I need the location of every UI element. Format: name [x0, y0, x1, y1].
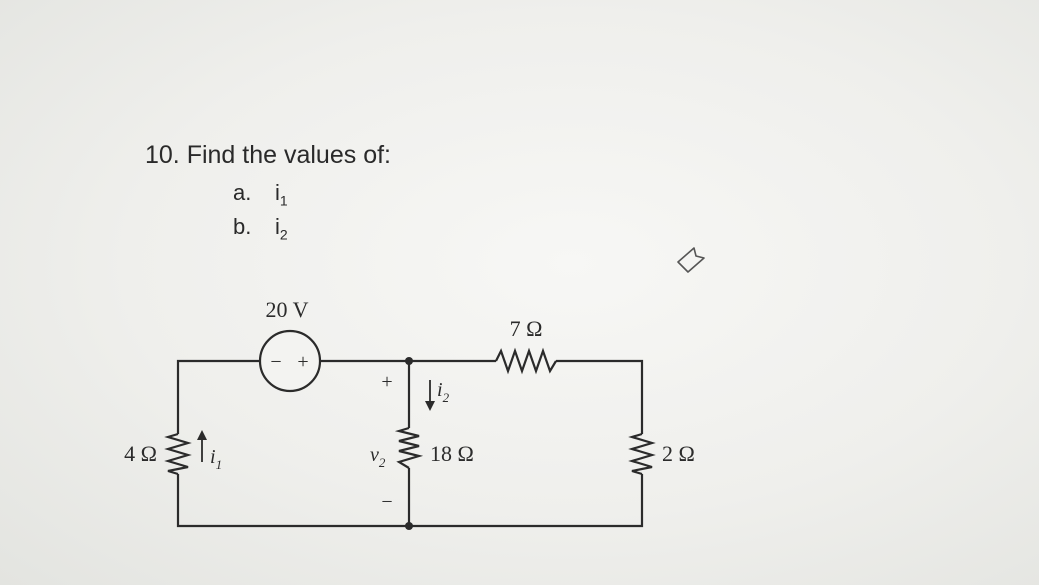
current-i2-sub: 2: [443, 390, 450, 405]
current-i1-arrowhead: [197, 430, 207, 440]
part-b-letter: b.: [233, 214, 252, 239]
v2-label: v2: [370, 444, 386, 470]
problem-title: 10. Find the values of:: [145, 141, 391, 169]
source-minus-sign: −: [270, 351, 281, 373]
part-b: b. i2: [233, 214, 288, 242]
problem-statement: 10. Find the values of:: [145, 140, 391, 170]
part-a-variable: i: [275, 180, 280, 205]
resistor-2-ohm: [628, 432, 656, 476]
source-label: 20 V: [266, 297, 309, 322]
r-left-label: 4 Ω: [124, 441, 157, 466]
part-a-subscript: 1: [279, 192, 288, 209]
r-top-label: 7 Ω: [510, 316, 543, 341]
r-mid-label: 18 Ω: [430, 441, 474, 466]
current-i2-var: i: [437, 379, 443, 401]
part-a-letter: a.: [233, 180, 252, 205]
current-i2-arrowhead: [425, 401, 435, 411]
current-i2-label: i2: [437, 379, 450, 405]
v2-sub: 2: [379, 455, 386, 470]
mouse-pointer-icon: [677, 247, 705, 273]
r-right-label: 2 Ω: [662, 441, 695, 466]
bottom-node-dot: [405, 522, 413, 530]
resistor-18-ohm: [394, 426, 424, 469]
v2-var: v: [370, 444, 379, 466]
part-a: a. i1: [233, 180, 288, 208]
v2-minus-sign: −: [381, 491, 392, 513]
part-b-variable: i: [275, 214, 280, 239]
current-i1-label: i1: [210, 446, 222, 472]
source-plus-sign: +: [297, 351, 308, 373]
current-i1-sub: 1: [216, 457, 223, 472]
current-i1-var: i: [210, 446, 216, 468]
resistor-4-ohm: [164, 432, 192, 476]
top-node-dot: [405, 357, 413, 365]
v2-plus-sign: +: [381, 371, 392, 393]
resistor-7-ohm: [495, 347, 557, 375]
part-b-subscript: 2: [279, 226, 288, 243]
wire-top-right: [556, 359, 644, 434]
voltage-source-20v: [258, 329, 322, 393]
wire-top-left: [176, 359, 260, 434]
